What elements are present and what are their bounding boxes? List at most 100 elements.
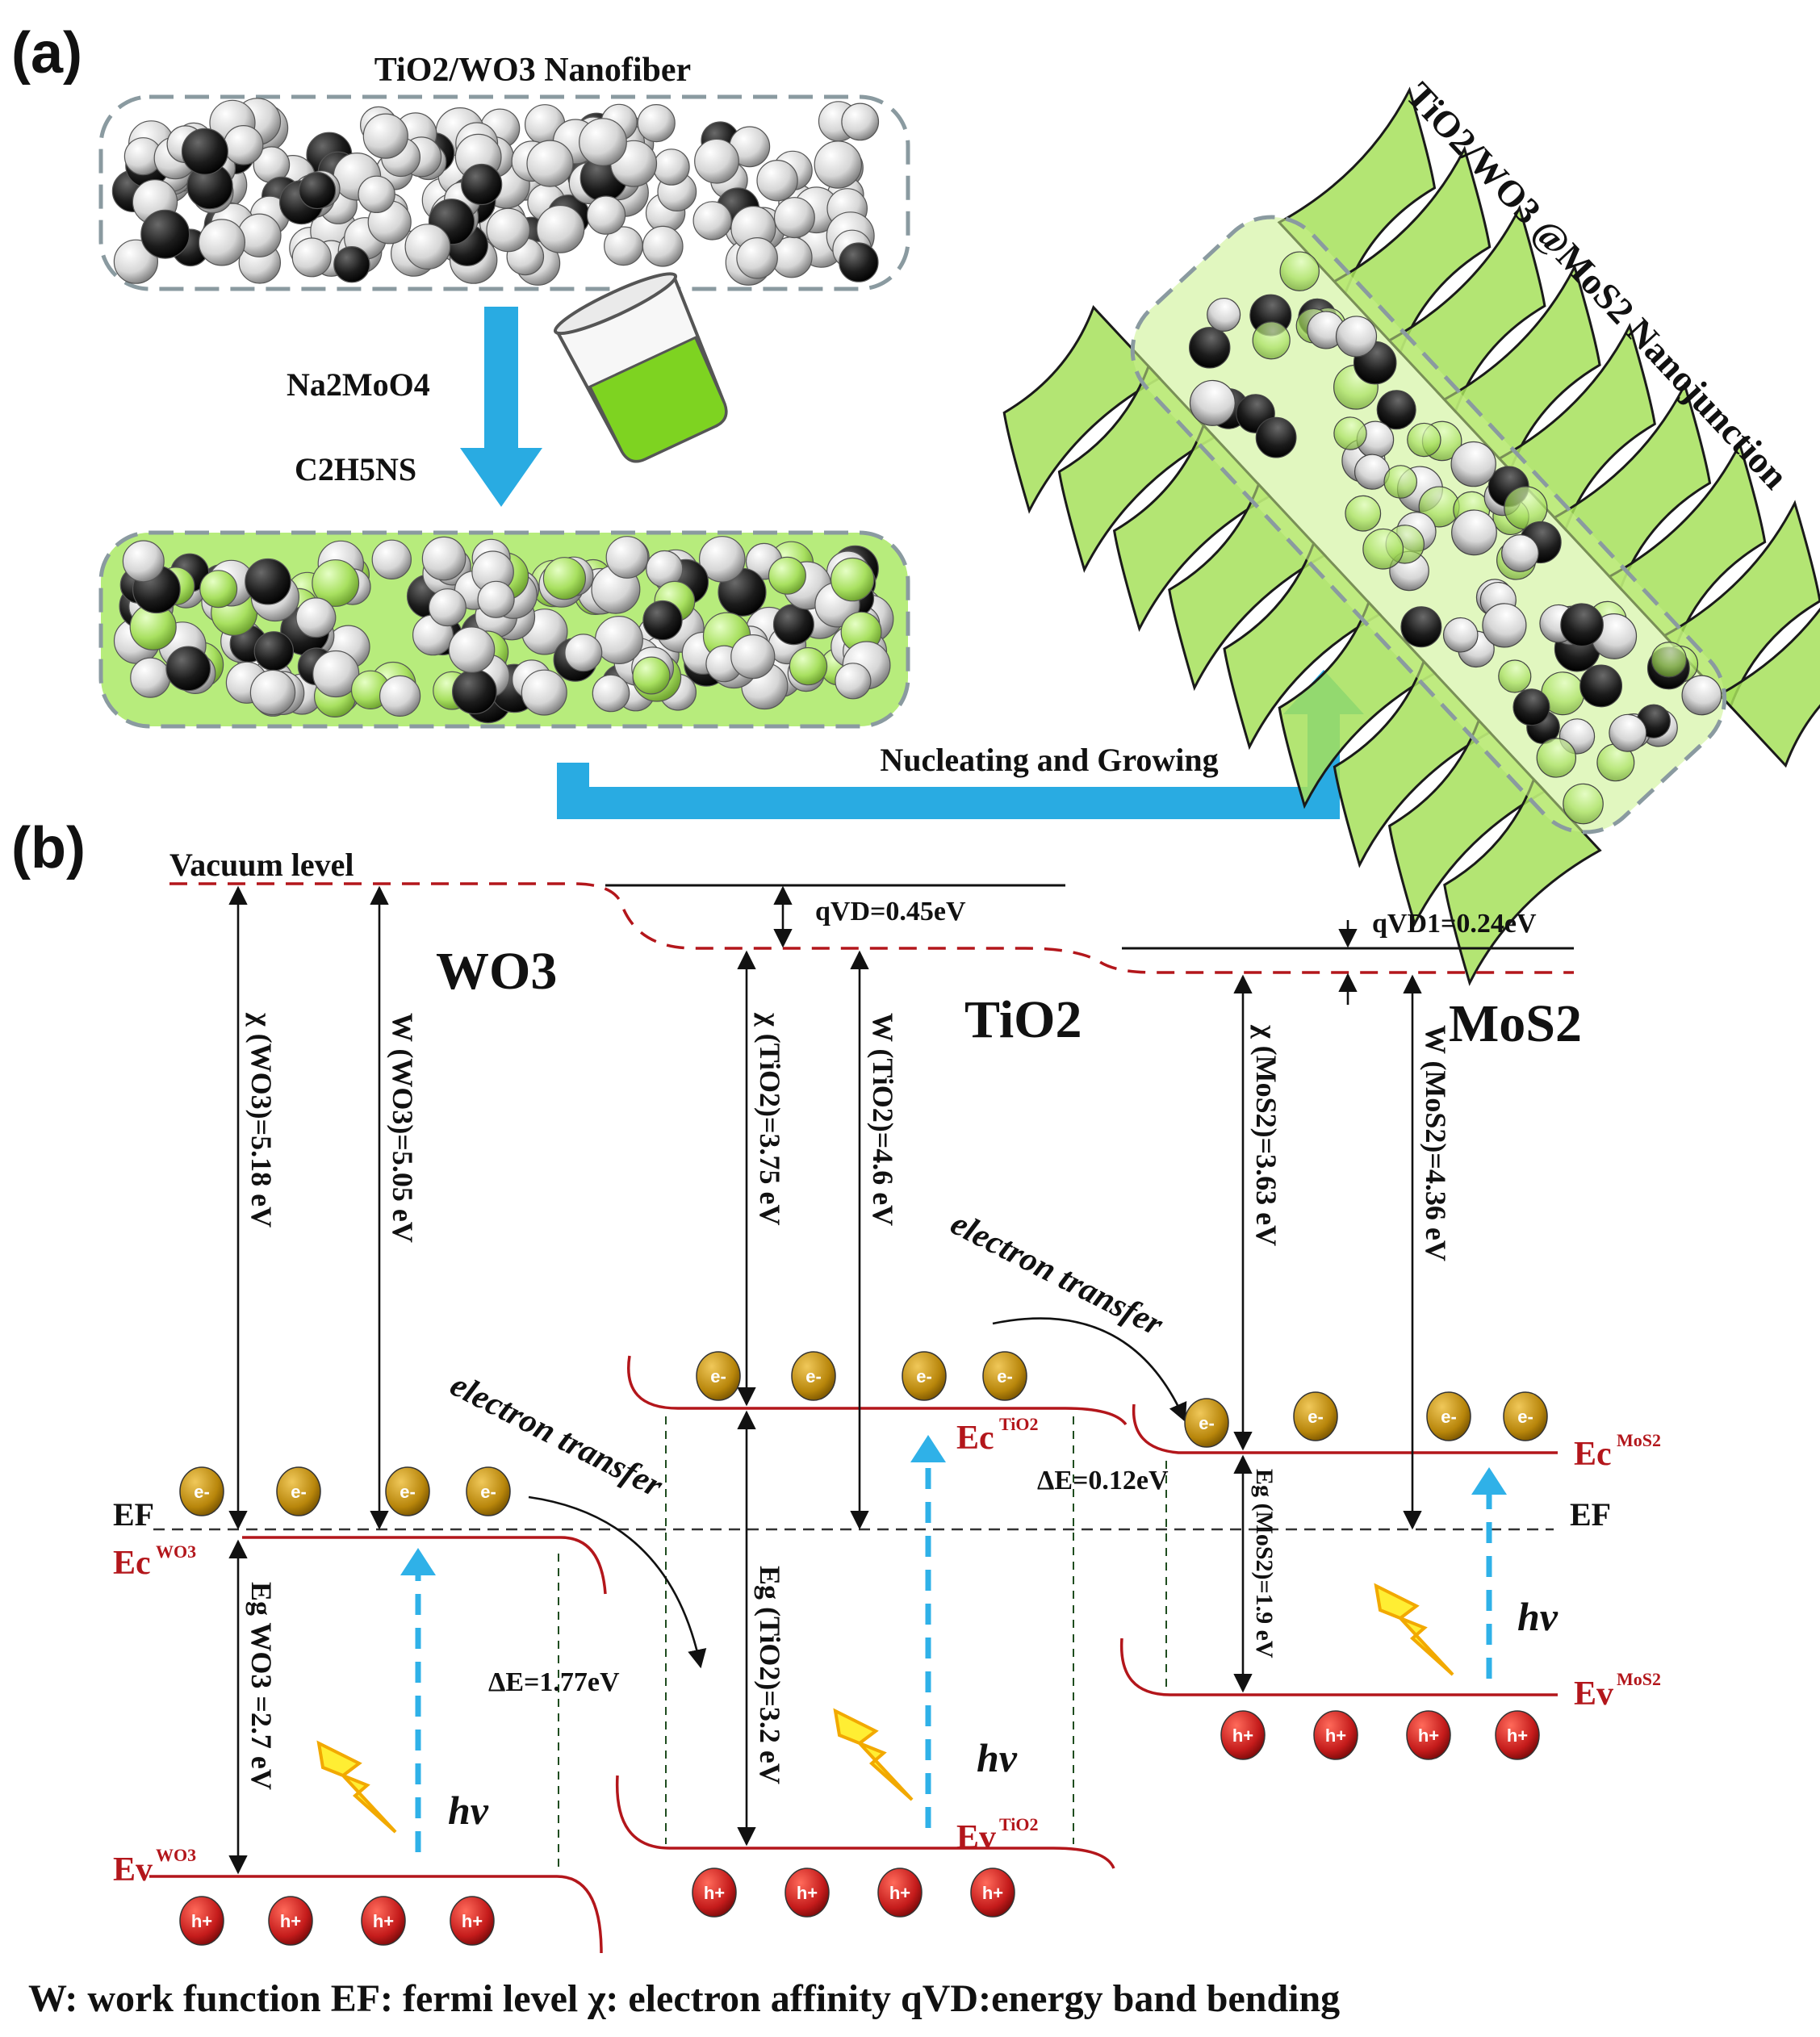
panel-b-label: (b) xyxy=(11,816,86,880)
atom-sphere xyxy=(477,580,515,618)
atom-sphere xyxy=(1383,465,1418,499)
atom-sphere xyxy=(1345,495,1382,532)
atom-sphere xyxy=(1252,321,1291,360)
atom-sphere xyxy=(1279,251,1320,291)
atom-sphere xyxy=(362,113,408,159)
atom-sphere xyxy=(536,204,585,253)
atom-sphere xyxy=(299,171,337,210)
atom-sphere xyxy=(404,224,451,270)
svg-text:e-: e- xyxy=(997,1366,1013,1387)
electron-transfer-label-2: electron transfer xyxy=(944,1205,1169,1344)
atom-sphere xyxy=(835,663,872,700)
electron-icon: e- xyxy=(902,1351,947,1401)
atom-sphere xyxy=(448,626,496,673)
atom-sphere xyxy=(312,559,360,607)
atom-sphere xyxy=(333,246,370,283)
hole-icon: h+ xyxy=(784,1868,830,1918)
svg-text:h+: h+ xyxy=(889,1883,910,1903)
svg-text:h+: h+ xyxy=(373,1911,394,1931)
atom-sphere xyxy=(521,669,567,716)
atom-sphere xyxy=(421,536,467,581)
atom-sphere xyxy=(312,650,360,698)
atom-sphere xyxy=(632,656,671,695)
tio2-work-function-label: W (TiO2)=4.6 eV xyxy=(867,1013,899,1226)
atom-sphere xyxy=(1681,675,1722,716)
atom-sphere xyxy=(756,159,798,202)
electron-icon: e- xyxy=(466,1466,511,1516)
svg-text:e-: e- xyxy=(1307,1407,1324,1427)
tio2-chi-label: χ (TiO2)=3.75 eV xyxy=(754,1012,786,1225)
atom-sphere xyxy=(253,631,294,671)
atom-sphere xyxy=(814,140,863,189)
atom-sphere xyxy=(140,209,190,259)
atom-sphere xyxy=(594,615,643,664)
atom-sphere xyxy=(653,148,690,186)
wo3-name: WO3 xyxy=(436,942,557,1001)
atom-sphere xyxy=(730,634,776,680)
atom-sphere xyxy=(291,237,332,278)
atom-sphere xyxy=(564,634,603,672)
atom-sphere xyxy=(542,557,587,600)
atom-sphere xyxy=(1335,316,1378,358)
electron-icon: e- xyxy=(385,1466,430,1516)
atom-sphere xyxy=(1189,327,1231,369)
atom-sphere xyxy=(295,597,337,638)
svg-text:e-: e- xyxy=(291,1482,307,1502)
mos2-eg-label: Eg (MoS2)=1.9 eV xyxy=(1251,1469,1278,1658)
wo3-ev-sup: WO3 xyxy=(156,1845,196,1865)
svg-text:e-: e- xyxy=(916,1366,932,1387)
hole-icon: h+ xyxy=(361,1896,406,1946)
wo3-ec-sup: WO3 xyxy=(156,1541,196,1562)
atom-sphere xyxy=(839,242,879,282)
electron-icon: e- xyxy=(1184,1398,1229,1448)
atom-sphere xyxy=(1536,738,1577,778)
atom-sphere xyxy=(637,104,676,143)
atom-sphere xyxy=(379,675,421,717)
atom-sphere xyxy=(486,207,531,253)
electron-icon: e- xyxy=(982,1351,1027,1401)
svg-text:e-: e- xyxy=(480,1482,496,1502)
svg-text:e-: e- xyxy=(400,1482,416,1502)
reagent-sodium-molybdate: Na2MoO4 xyxy=(287,366,430,403)
atom-sphere xyxy=(113,239,158,284)
atom-sphere xyxy=(841,102,880,141)
panel-a-label: (a) xyxy=(11,21,82,86)
atom-sphere xyxy=(586,195,626,235)
nanojunction-illustration xyxy=(1002,86,1820,986)
atom-sphere xyxy=(358,175,395,213)
electron-icon: e- xyxy=(179,1466,224,1516)
reagent-thioacetamide: C2H5NS xyxy=(295,451,416,487)
atom-sphere xyxy=(461,163,503,206)
wo3-valence-band xyxy=(149,1875,603,1954)
mos2-photon-label: hv xyxy=(1517,1594,1559,1639)
svg-text:e-: e- xyxy=(710,1366,726,1387)
mos2-nanosheet xyxy=(1443,777,1602,986)
hole-icon: h+ xyxy=(692,1868,737,1918)
delta-e-2-label: ΔE=0.12eV xyxy=(1037,1466,1169,1495)
wo3-conduction-band xyxy=(242,1536,607,1595)
svg-text:h+: h+ xyxy=(1507,1725,1528,1746)
nanofiber-coated xyxy=(98,530,910,729)
electron-icon: e- xyxy=(1503,1391,1548,1441)
tio2-conduction-band xyxy=(627,1355,1128,1426)
atom-sphere xyxy=(1651,642,1688,678)
svg-text:h+: h+ xyxy=(797,1883,818,1903)
wo3-lightning-icon xyxy=(316,1740,397,1834)
tio2-photon-arrowhead xyxy=(910,1435,946,1462)
beaker-icon xyxy=(553,272,728,463)
atom-sphere xyxy=(830,557,875,602)
wo3-eg-label: Eg WO3 =2.7 eV xyxy=(245,1582,278,1790)
electron-icon: e- xyxy=(696,1351,741,1401)
mos2-lightning-icon xyxy=(1374,1583,1454,1676)
tio2-valence-band xyxy=(615,1775,1115,1869)
atom-sphere xyxy=(1450,441,1496,487)
atom-sphere xyxy=(1498,659,1532,693)
vacuum-level-label: Vacuum level xyxy=(169,847,354,883)
atom-sphere xyxy=(1451,509,1497,556)
electron-icon: e- xyxy=(276,1466,321,1516)
mos2-ev-sup: MoS2 xyxy=(1617,1669,1661,1689)
electron-transfer-arrow-1 xyxy=(528,1495,707,1669)
nanofiber-title: TiO2/WO3 Nanofiber xyxy=(374,52,691,89)
tio2-photon-label: hv xyxy=(977,1735,1018,1780)
